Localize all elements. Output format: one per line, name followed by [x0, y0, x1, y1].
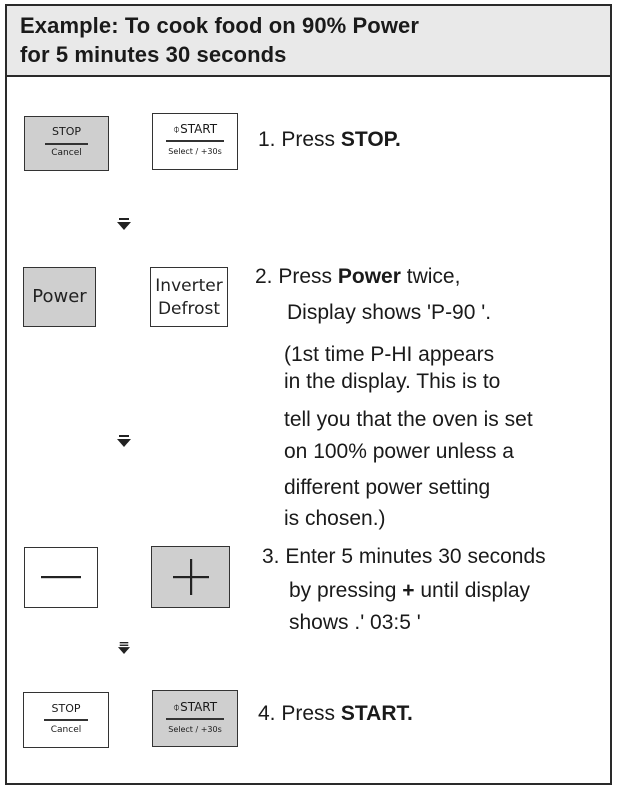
button-divider	[44, 719, 88, 721]
stop-label: STOP	[51, 702, 81, 715]
minus-button[interactable]	[24, 547, 98, 608]
power-label: Power	[32, 286, 87, 307]
example-header: Example: To cook food on 90% Power for 5…	[7, 6, 610, 77]
step-2-note-line4: on 100% power unless a	[284, 440, 514, 463]
step-3-text: 3. Enter 5 minutes 30 seconds	[262, 545, 546, 568]
select-30s-label: Select / +30s	[168, 147, 222, 156]
step-3-display-text: shows .' 03:5 '	[289, 611, 421, 634]
button-divider	[166, 718, 224, 720]
header-title-line2: for 5 minutes 30 seconds	[20, 42, 287, 67]
stop-cancel-button[interactable]: STOP Cancel	[24, 116, 109, 171]
inverter-defrost-button[interactable]: Inverter Defrost	[150, 267, 228, 327]
step-2-note-line1: (1st time P-HI appears	[284, 343, 495, 366]
header-title-line1: Example: To cook food on 90% Power	[20, 13, 420, 38]
button-divider	[166, 140, 224, 142]
stop-cancel-button[interactable]: STOP Cancel	[23, 692, 109, 748]
step-2-note-line5: different power setting	[284, 476, 491, 499]
button-divider	[45, 143, 88, 145]
cancel-label: Cancel	[50, 725, 82, 735]
select-30s-label: Select / +30s	[168, 725, 222, 734]
minus-icon	[41, 576, 81, 579]
step-2-note-line3: tell you that the oven is set	[284, 408, 533, 431]
step-2-note-line6: is chosen.)	[284, 507, 386, 530]
instruction-frame: Example: To cook food on 90% Power for 5…	[5, 4, 612, 785]
step-1-text: 1. Press STOP.	[258, 128, 401, 151]
down-arrow-icon	[118, 642, 130, 654]
plus-icon	[173, 559, 209, 595]
plus-button[interactable]	[151, 546, 230, 608]
inverter-label: Inverter	[155, 276, 223, 296]
power-button[interactable]: Power	[23, 267, 96, 327]
step-3-press-plus-text: by pressing + until display	[289, 579, 531, 602]
start-label: ⌽START	[172, 122, 218, 136]
step-2-display-text: Display shows 'P-90 '.	[287, 301, 492, 324]
cancel-label: Cancel	[51, 148, 82, 158]
down-arrow-icon	[117, 218, 131, 230]
step-2-text: 2. Press Power twice,	[255, 265, 461, 288]
start-select-button[interactable]: ⌽START Select / +30s	[152, 690, 238, 747]
stop-label: STOP	[52, 125, 81, 138]
step-2-note-line2: in the display. This is to	[284, 370, 501, 393]
defrost-label: Defrost	[157, 299, 221, 319]
start-label: ⌽START	[172, 700, 218, 714]
start-select-button[interactable]: ⌽START Select / +30s	[152, 113, 238, 170]
step-4-text: 4. Press START.	[258, 702, 413, 725]
down-arrow-icon	[117, 435, 131, 447]
